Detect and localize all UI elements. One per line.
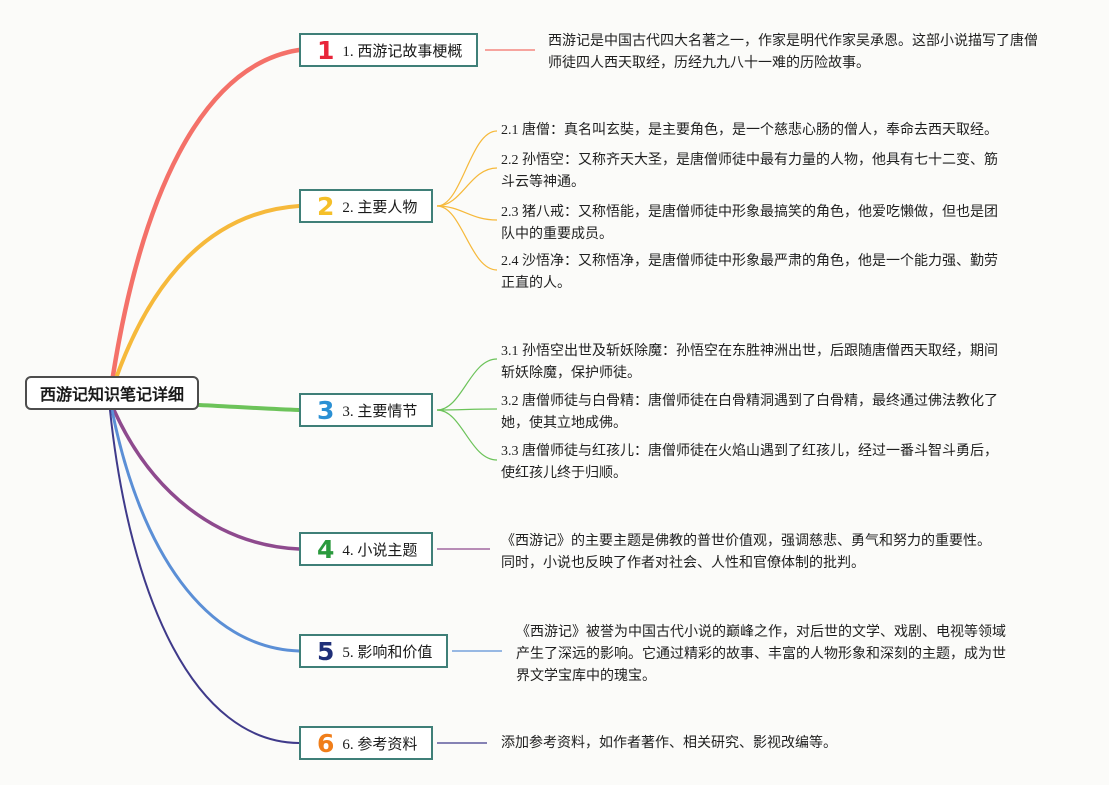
sub-line-2-1 (436, 130, 498, 207)
sub-line-3-1 (436, 358, 498, 411)
note-character-tang-seng[interactable]: 2.1 唐僧：真名叫玄奘，是主要角色，是一个慈悲心肠的僧人，奉命去西天取经。 (501, 123, 998, 138)
branch-line-1 (109, 47, 302, 385)
sub-line-3-2 (436, 408, 498, 411)
sub-line-3-3 (436, 409, 498, 461)
topic-label: 1. 西游记故事梗概 (342, 43, 463, 60)
note-character-zhu-bajie[interactable]: 2.3 猪八戒：又称悟能，是唐僧师徒中形象最搞笑的角色，他爱吃懒做，但也是团 队… (501, 205, 998, 242)
branch-line-2 (112, 204, 301, 386)
number-five-icon: 5 (317, 636, 335, 666)
number-four-icon: 4 (317, 534, 335, 564)
number-one-icon: 1 (317, 35, 335, 65)
number-three-icon: 3 (317, 395, 335, 425)
topic-label: 3. 主要情节 (342, 403, 418, 420)
topic-novel-theme[interactable]: 4 4. 小说主题 (299, 532, 434, 566)
topic-story-summary[interactable]: 1 1. 西游记故事梗概 (299, 33, 479, 67)
sub-line-2-4 (436, 205, 498, 271)
note-influence-value[interactable]: 《西游记》被誉为中国古代小说的巅峰之作，对后世的文学、戏剧、电视等领域 产生了深… (516, 625, 1006, 684)
branch-line-3 (197, 403, 301, 412)
note-novel-theme[interactable]: 《西游记》的主要主题是佛教的普世价值观，强调慈悲、勇气和努力的重要性。 同时，小… (501, 534, 991, 571)
note-character-sun-wukong[interactable]: 2.2 孙悟空：又称齐天大圣，是唐僧师徒中最有力量的人物，他具有七十二变、筋 斗… (501, 153, 998, 190)
note-plot-sun-wukong[interactable]: 3.1 孙悟空出世及斩妖除魔：孙悟空在东胜神洲出世，后跟随唐僧西天取经，期间 斩… (501, 344, 998, 381)
sub-line-2-3 (436, 205, 498, 221)
branch-line-5 (110, 408, 301, 653)
topic-main-characters[interactable]: 2 2. 主要人物 (299, 189, 434, 223)
sub-line-2-2 (436, 167, 498, 207)
topic-references[interactable]: 6 6. 参考资料 (299, 726, 434, 760)
root-topic[interactable]: 西游记知识笔记详细 (25, 376, 199, 410)
topic-label: 6. 参考资料 (342, 736, 418, 753)
topic-label: 2. 主要人物 (342, 199, 418, 216)
topic-main-plot[interactable]: 3 3. 主要情节 (299, 393, 434, 427)
note-references[interactable]: 添加参考资料，如作者著作、相关研究、影视改编等。 (501, 736, 837, 751)
branch-line-6 (109, 409, 300, 744)
note-plot-white-bone[interactable]: 3.2 唐僧师徒与白骨精：唐僧师徒在白骨精洞遇到了白骨精，最终通过佛法教化了 她… (501, 394, 998, 431)
topic-influence-value[interactable]: 5 5. 影响和价值 (299, 634, 449, 668)
topic-label: 4. 小说主题 (342, 542, 418, 559)
branch-line-4 (112, 408, 301, 551)
number-two-icon: 2 (317, 191, 335, 221)
note-plot-red-boy[interactable]: 3.3 唐僧师徒与红孩儿：唐僧师徒在火焰山遇到了红孩儿，经过一番斗智斗勇后， 使… (501, 444, 998, 481)
note-character-sha-wujing[interactable]: 2.4 沙悟净：又称悟净，是唐僧师徒中形象最严肃的角色，他是一个能力强、勤劳 正… (501, 254, 998, 291)
note-story-summary[interactable]: 西游记是中国古代四大名著之一，作家是明代作家吴承恩。这部小说描写了唐僧 师徒四人… (548, 34, 1038, 71)
number-six-icon: 6 (317, 728, 335, 758)
topic-label: 5. 影响和价值 (342, 644, 433, 661)
